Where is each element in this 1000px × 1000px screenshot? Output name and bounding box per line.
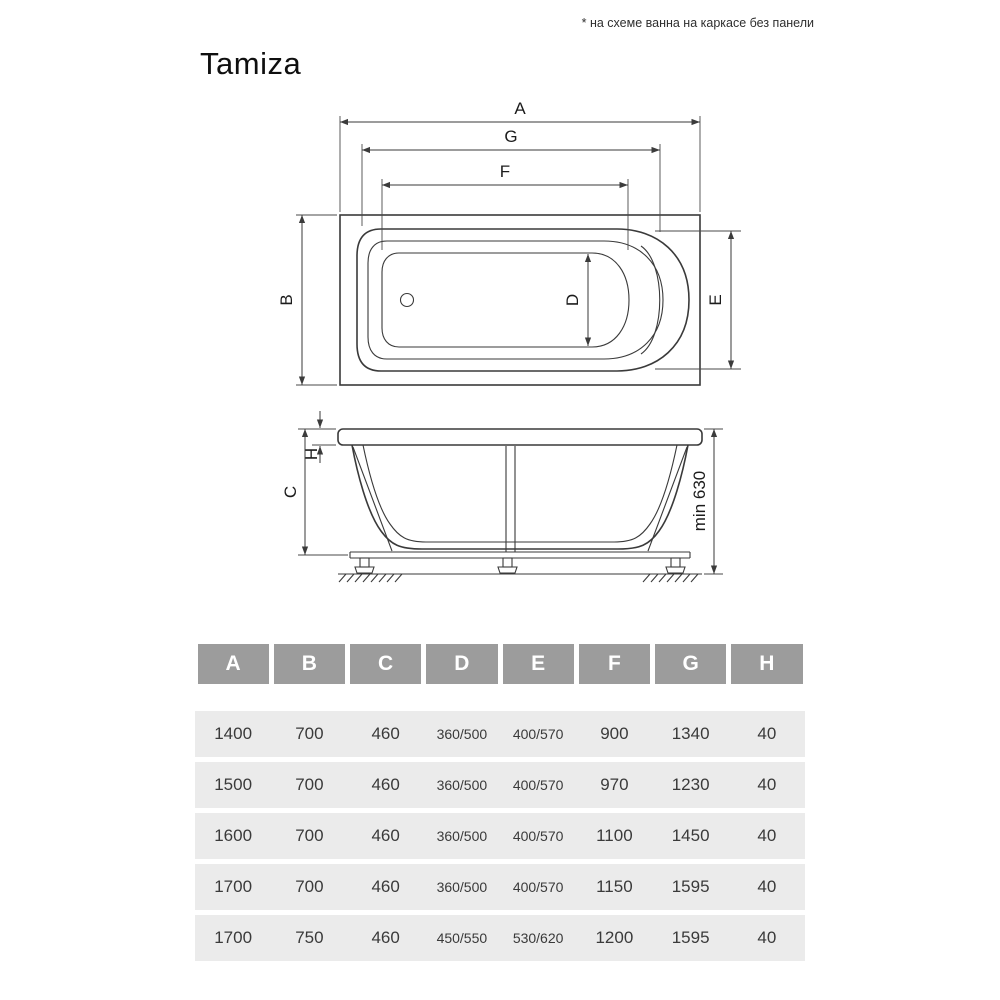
foot-middle	[502, 557, 513, 568]
dimension-min-height: min 630	[690, 428, 723, 575]
table-cell: 40	[757, 724, 777, 743]
table-cell: 400/570	[512, 879, 564, 895]
ground-hatching	[338, 573, 702, 583]
table-cell: 530/620	[512, 930, 564, 946]
table-cell: 360/500	[436, 828, 488, 844]
table-cell: 1700	[214, 928, 253, 947]
column-header-e: E	[502, 644, 574, 684]
table-cell: 40	[757, 826, 777, 845]
dim-label-g: G	[504, 127, 517, 146]
dimensions-table: A B C D E F G H 1400 700 460 360/500 400…	[195, 644, 805, 966]
table-cell: 1595	[671, 877, 710, 896]
tub-rim-side	[337, 428, 703, 446]
column-header-a: A	[197, 644, 269, 684]
support-frame	[349, 446, 691, 574]
table-cell: 1230	[671, 775, 710, 794]
dimension-c: C	[281, 429, 348, 556]
table-cell: 360/500	[436, 879, 488, 895]
table-row: 1500 700 460 360/500 400/570 970 1230 40	[195, 762, 805, 808]
table-cell: 750	[295, 928, 324, 947]
column-header-b: B	[273, 644, 345, 684]
tub-body-inner	[362, 444, 678, 543]
dimension-d: D	[563, 254, 592, 346]
dimension-g: G	[361, 127, 661, 232]
bathtub-technical-drawing: A G F B D	[277, 99, 741, 583]
table-cell: 1150	[596, 877, 633, 896]
tub-body-outer	[351, 444, 689, 550]
table-cell: 460	[371, 775, 400, 794]
column-header-f: F	[578, 644, 650, 684]
table-cell: 460	[371, 877, 400, 896]
table-cell: 1700	[214, 877, 253, 896]
table-cell: 1400	[214, 724, 253, 743]
table-cell: 1100	[596, 826, 633, 845]
column-header-c: C	[350, 644, 422, 684]
footnote: * на схеме ванна на каркасе без панели	[581, 16, 814, 30]
table-cell: 700	[295, 775, 324, 794]
table-row: 1600 700 460 360/500 400/570 1100 1450 4…	[195, 813, 805, 859]
table-cell: 460	[371, 826, 400, 845]
table-cell: 360/500	[436, 777, 488, 793]
column-header-g: G	[655, 644, 727, 684]
side-view: H C min 630	[281, 411, 723, 583]
dim-label-e: E	[706, 294, 725, 305]
table-cell: 900	[600, 724, 629, 743]
table-row: 1400 700 460 360/500 400/570 900 1340 40	[195, 711, 805, 757]
table-cell: 700	[295, 724, 324, 743]
table-cell: 400/570	[512, 828, 564, 844]
column-header-h: H	[731, 644, 803, 684]
dimension-e: E	[655, 230, 741, 370]
table-cell: 40	[757, 775, 777, 794]
dimension-h: H	[298, 411, 336, 463]
dimension-a: A	[339, 99, 701, 212]
table-cell: 400/570	[512, 726, 564, 742]
tub-contours	[356, 228, 690, 372]
column-header-d: D	[426, 644, 498, 684]
table-cell: 1600	[214, 826, 253, 845]
table-cell: 1595	[671, 928, 710, 947]
table-cell: 360/500	[436, 726, 488, 742]
dim-label-a: A	[514, 99, 526, 118]
dim-label-f: F	[500, 162, 510, 181]
foot-right	[670, 557, 681, 568]
drain-icon	[399, 292, 415, 308]
table-cell: 970	[600, 775, 629, 794]
table-cell: 400/570	[512, 777, 564, 793]
dim-label-b: B	[277, 294, 296, 305]
table-cell: 700	[295, 877, 324, 896]
product-title: Tamiza	[200, 46, 302, 81]
table-cell: 460	[371, 928, 400, 947]
table-cell: 460	[371, 724, 400, 743]
table-row: 1700 750 460 450/550 530/620 1200 1595 4…	[195, 915, 805, 961]
dimension-b: B	[277, 214, 337, 386]
table-cell: 1450	[671, 826, 710, 845]
table-cell: 1500	[214, 775, 253, 794]
foot-left	[359, 557, 370, 568]
backrest-curve	[640, 245, 661, 355]
table-cell: 40	[757, 877, 777, 896]
top-view: A G F B D	[277, 99, 741, 386]
dim-label-min-630: min 630	[690, 471, 709, 531]
table-cell: 700	[295, 826, 324, 845]
tub-outer-frame	[339, 214, 701, 386]
dimension-f: F	[381, 162, 629, 250]
table-header-row: A B C D E F G H	[195, 644, 805, 684]
table-cell: 450/550	[436, 930, 488, 946]
table-cell: 40	[757, 928, 777, 947]
dim-label-d: D	[563, 294, 582, 306]
table-cell: 1200	[595, 928, 634, 947]
table-row: 1700 700 460 360/500 400/570 1150 1595 4…	[195, 864, 805, 910]
dim-label-c: C	[281, 486, 300, 498]
table-cell: 1340	[671, 724, 710, 743]
